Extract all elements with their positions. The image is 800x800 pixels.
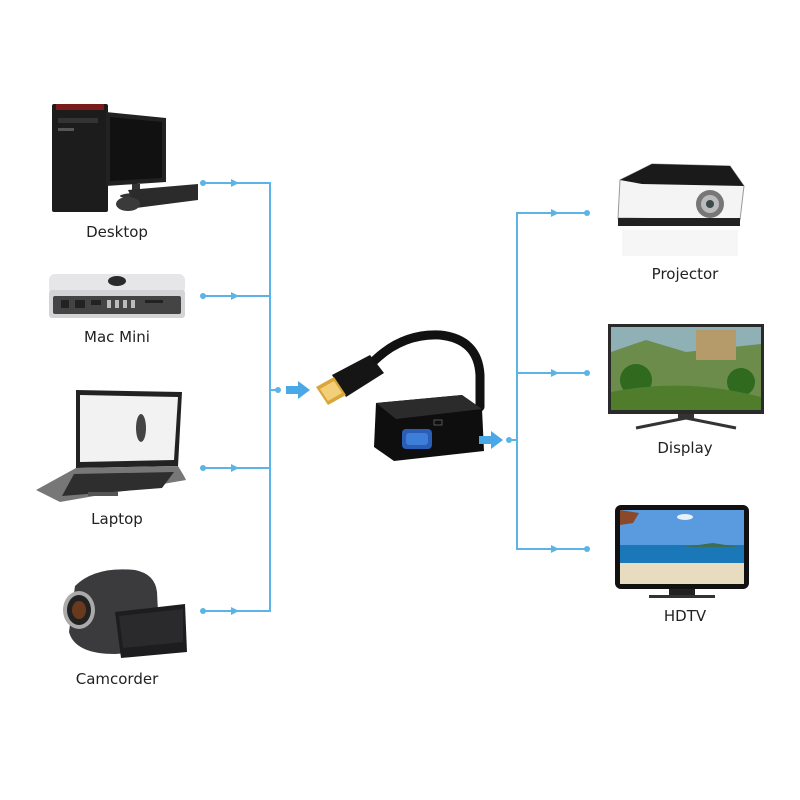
camcorder-icon — [55, 562, 195, 662]
adapter-to-output-line — [509, 439, 518, 441]
output-label-display: Display — [657, 439, 713, 457]
output-arrow-icon — [479, 431, 503, 449]
arrowhead-icon — [231, 292, 239, 300]
output-label-hdtv: HDTV — [663, 607, 707, 625]
arrowhead-icon — [231, 607, 239, 615]
laptop-icon — [36, 388, 186, 503]
source-label-mac-mini: Mac Mini — [84, 328, 150, 346]
hdmi-to-vga-adapter-icon — [310, 325, 490, 465]
connector-dot-laptop — [200, 465, 206, 471]
input-arrow-icon — [286, 381, 310, 399]
connector-dot-projector — [584, 210, 590, 216]
output-label-projector: Projector — [651, 265, 719, 283]
connector-dot-mac-mini — [200, 293, 206, 299]
source-trunk-line — [269, 182, 271, 612]
connector-dot-display — [584, 370, 590, 376]
monitor-display-icon — [606, 322, 766, 432]
arrowhead-icon — [231, 464, 239, 472]
projector-icon — [612, 160, 747, 260]
desktop-computer-icon — [50, 100, 200, 215]
source-label-desktop: Desktop — [86, 223, 148, 241]
connector-dot-desktop — [200, 180, 206, 186]
connector-dot-hdtv — [584, 546, 590, 552]
source-label-camcorder: Camcorder — [75, 670, 159, 688]
adapter-input-dot — [275, 387, 281, 393]
mac-mini-icon — [47, 272, 187, 322]
arrowhead-icon — [551, 545, 559, 553]
source-label-laptop: Laptop — [91, 510, 143, 528]
hdtv-icon — [613, 503, 753, 603]
output-trunk-line — [516, 212, 518, 550]
connector-dot-camcorder — [200, 608, 206, 614]
arrowhead-icon — [231, 179, 239, 187]
arrowhead-icon — [551, 369, 559, 377]
arrowhead-icon — [551, 209, 559, 217]
